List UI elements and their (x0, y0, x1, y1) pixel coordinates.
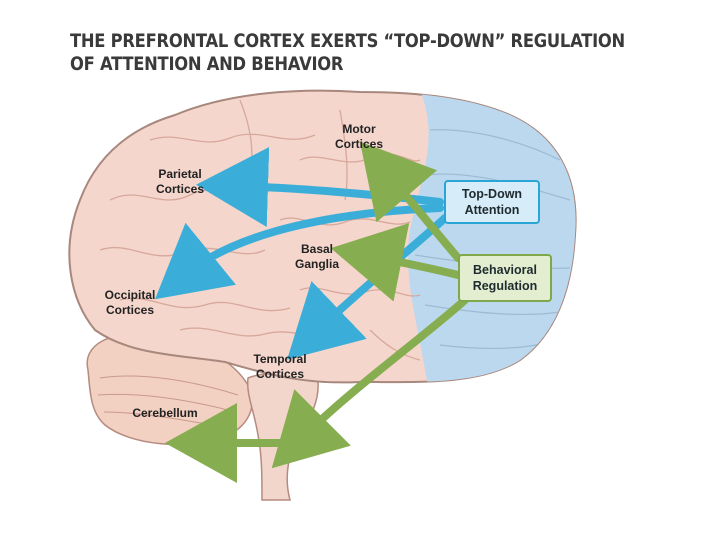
top-down-attention-box: Top-Down Attention (444, 180, 540, 224)
arrow-behavior-to-brainstem (271, 296, 469, 469)
label-motor-cortices: Motor Cortices (334, 122, 384, 151)
label-occipital-cortices: Occipital Cortices (104, 288, 156, 317)
label-temporal-cortices: Temporal Cortices (253, 352, 307, 381)
title-line-1: THE PREFRONTAL CORTEX EXERTS “TOP-DOWN” … (70, 30, 625, 52)
arrow-behavior-to-basal (330, 223, 462, 302)
behavior-arrows (165, 141, 469, 483)
behavioral-regulation-box: Behavioral Regulation (458, 254, 552, 302)
label-cerebellum: Cerebellum (132, 406, 198, 420)
title-line-2: OF ATTENTION AND BEHAVIOR (70, 53, 344, 75)
arrow-behavior-to-motor (359, 141, 462, 262)
label-basal-ganglia: Basal Ganglia (294, 242, 339, 271)
diagram-title: THE PREFRONTAL CORTEX EXERTS “TOP-DOWN” … (70, 30, 625, 76)
prefrontal-cortex-shape (408, 90, 576, 383)
label-parietal-cortices: Parietal Cortices (155, 167, 205, 196)
